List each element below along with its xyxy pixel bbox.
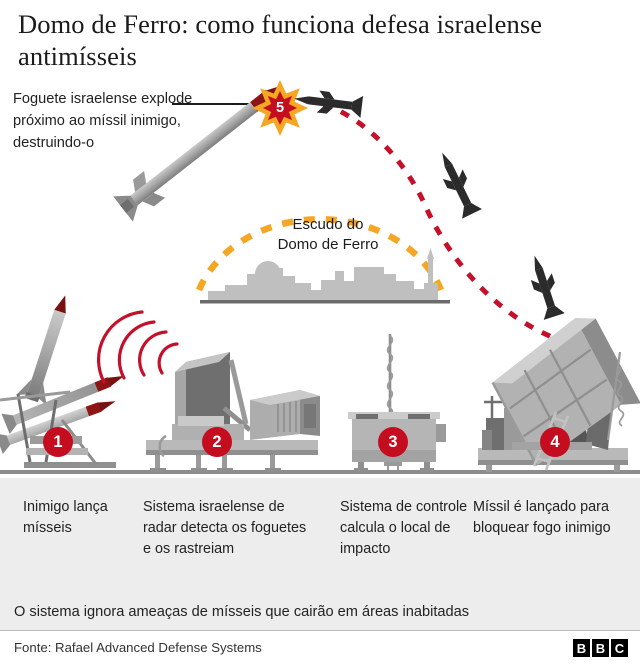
footer-note-band <box>0 595 640 630</box>
iron-dome-launcher <box>478 318 640 472</box>
bbc-logo-c: C <box>611 639 628 657</box>
step-badge-3: 3 <box>378 427 408 457</box>
step-badge-5: 5 <box>275 99 285 116</box>
step-badge-1: 1 <box>43 427 73 457</box>
dome-label-line1: Escudo do <box>292 216 364 233</box>
bbc-logo: B B C <box>573 639 628 657</box>
dome-shield-label: Escudo do Domo de Ferro <box>238 215 418 255</box>
dome-label-line2: Domo de Ferro <box>277 236 379 253</box>
interceptor-missile-lower <box>530 255 565 320</box>
interceptor-trajectory <box>304 97 566 345</box>
radar-system <box>146 352 320 472</box>
explosion-burst-icon <box>252 80 308 136</box>
bbc-logo-b1: B <box>573 639 590 657</box>
leader-line <box>172 103 270 105</box>
annotation-rocket-explodes: Foguete israelense explode próximo ao mí… <box>13 91 193 151</box>
caption-enemy-launch: Inimigo lança mísseis <box>23 499 108 536</box>
step-badge-2: 2 <box>202 427 232 457</box>
footer-note-text: O sistema ignora ameaças de mísseis que … <box>14 604 470 620</box>
city-skyline <box>208 248 438 300</box>
caption-band <box>0 478 640 595</box>
source-text: Fonte: Rafael Advanced Defense Systems <box>14 640 262 655</box>
radar-waves <box>96 310 179 384</box>
page-title: Domo de Ferro: como funciona defesa isra… <box>18 9 543 71</box>
skyline-ground-line <box>200 300 450 304</box>
interceptor-missile-upper <box>294 90 364 118</box>
caption-radar-detect: Sistema israelense de radar detecta os f… <box>143 499 307 557</box>
bbc-logo-b2: B <box>592 639 609 657</box>
interceptor-missile-middle <box>442 152 482 219</box>
caption-interceptor-launch: Míssil é lançado para bloquear fogo inim… <box>473 499 611 536</box>
ground-line <box>0 470 640 474</box>
step-badge-4: 4 <box>540 427 570 457</box>
caption-control-system: Sistema de controle calcula o local de i… <box>340 499 468 557</box>
footer-divider <box>0 630 640 631</box>
